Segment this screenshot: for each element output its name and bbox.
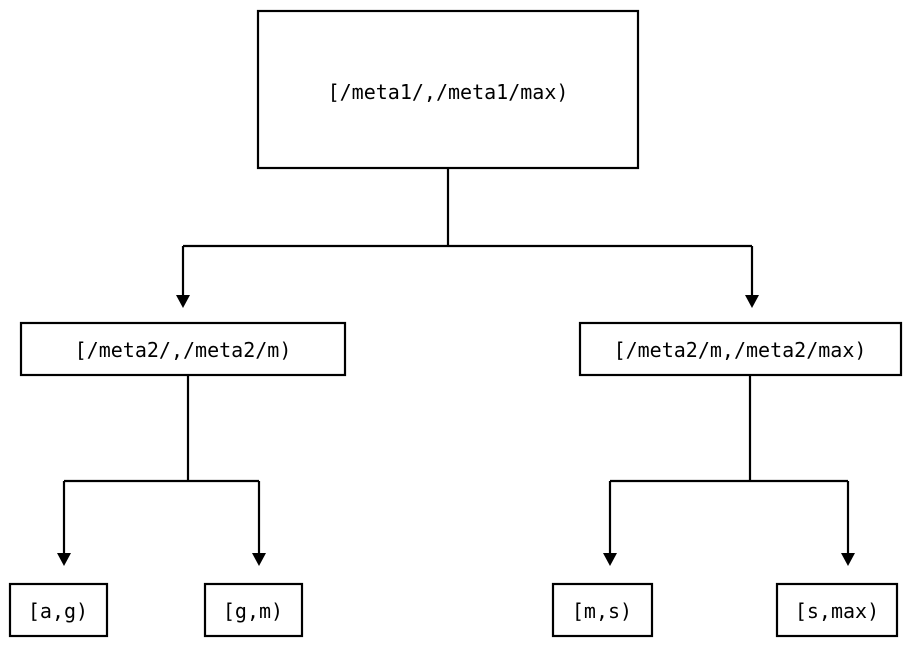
node-mid-left-box[interactable] (19, 321, 347, 377)
node-mid-right[interactable]: [/meta2/m,/meta2/max) (578, 321, 903, 377)
edge-group-root (176, 168, 759, 308)
arrowhead-to-leaf-s-max (841, 553, 855, 566)
arrowhead-to-leaf-m-s (603, 553, 617, 566)
node-leaf-a-g[interactable]: [a,g) (8, 582, 109, 638)
node-leaf-g-m[interactable]: [g,m) (203, 582, 304, 638)
node-leaf-s-max[interactable]: [s,max) (775, 582, 899, 638)
arrowhead-to-leaf-a-g (57, 553, 71, 566)
node-leaf-m-s[interactable]: [m,s) (551, 582, 654, 638)
node-mid-right-label: [/meta2/m,/meta2/max) (614, 338, 867, 362)
node-leaf-g-m-label: [g,m) (223, 599, 283, 623)
node-leaf-a-g-label: [a,g) (28, 599, 88, 623)
node-leaf-a-g-box[interactable] (8, 582, 109, 638)
node-mid-right-box[interactable] (578, 321, 903, 377)
node-leaf-g-m-box[interactable] (203, 582, 304, 638)
edge-group-mid-left (57, 375, 266, 566)
arrowhead-to-mid-left (176, 295, 190, 308)
node-mid-left[interactable]: [/meta2/,/meta2/m) (19, 321, 347, 377)
node-leaf-m-s-box[interactable] (551, 582, 654, 638)
node-root-label: [/meta1/,/meta1/max) (328, 80, 569, 104)
node-root-box[interactable] (256, 9, 640, 170)
arrowhead-to-leaf-g-m (252, 553, 266, 566)
node-leaf-s-max-label: [s,max) (795, 599, 879, 623)
node-mid-left-label: [/meta2/,/meta2/m) (75, 338, 292, 362)
arrowhead-to-mid-right (745, 295, 759, 308)
node-root[interactable]: [/meta1/,/meta1/max) (256, 9, 640, 170)
node-leaf-m-s-label: [m,s) (572, 599, 632, 623)
edge-group-mid-right (603, 375, 855, 566)
node-leaf-s-max-box[interactable] (775, 582, 899, 638)
